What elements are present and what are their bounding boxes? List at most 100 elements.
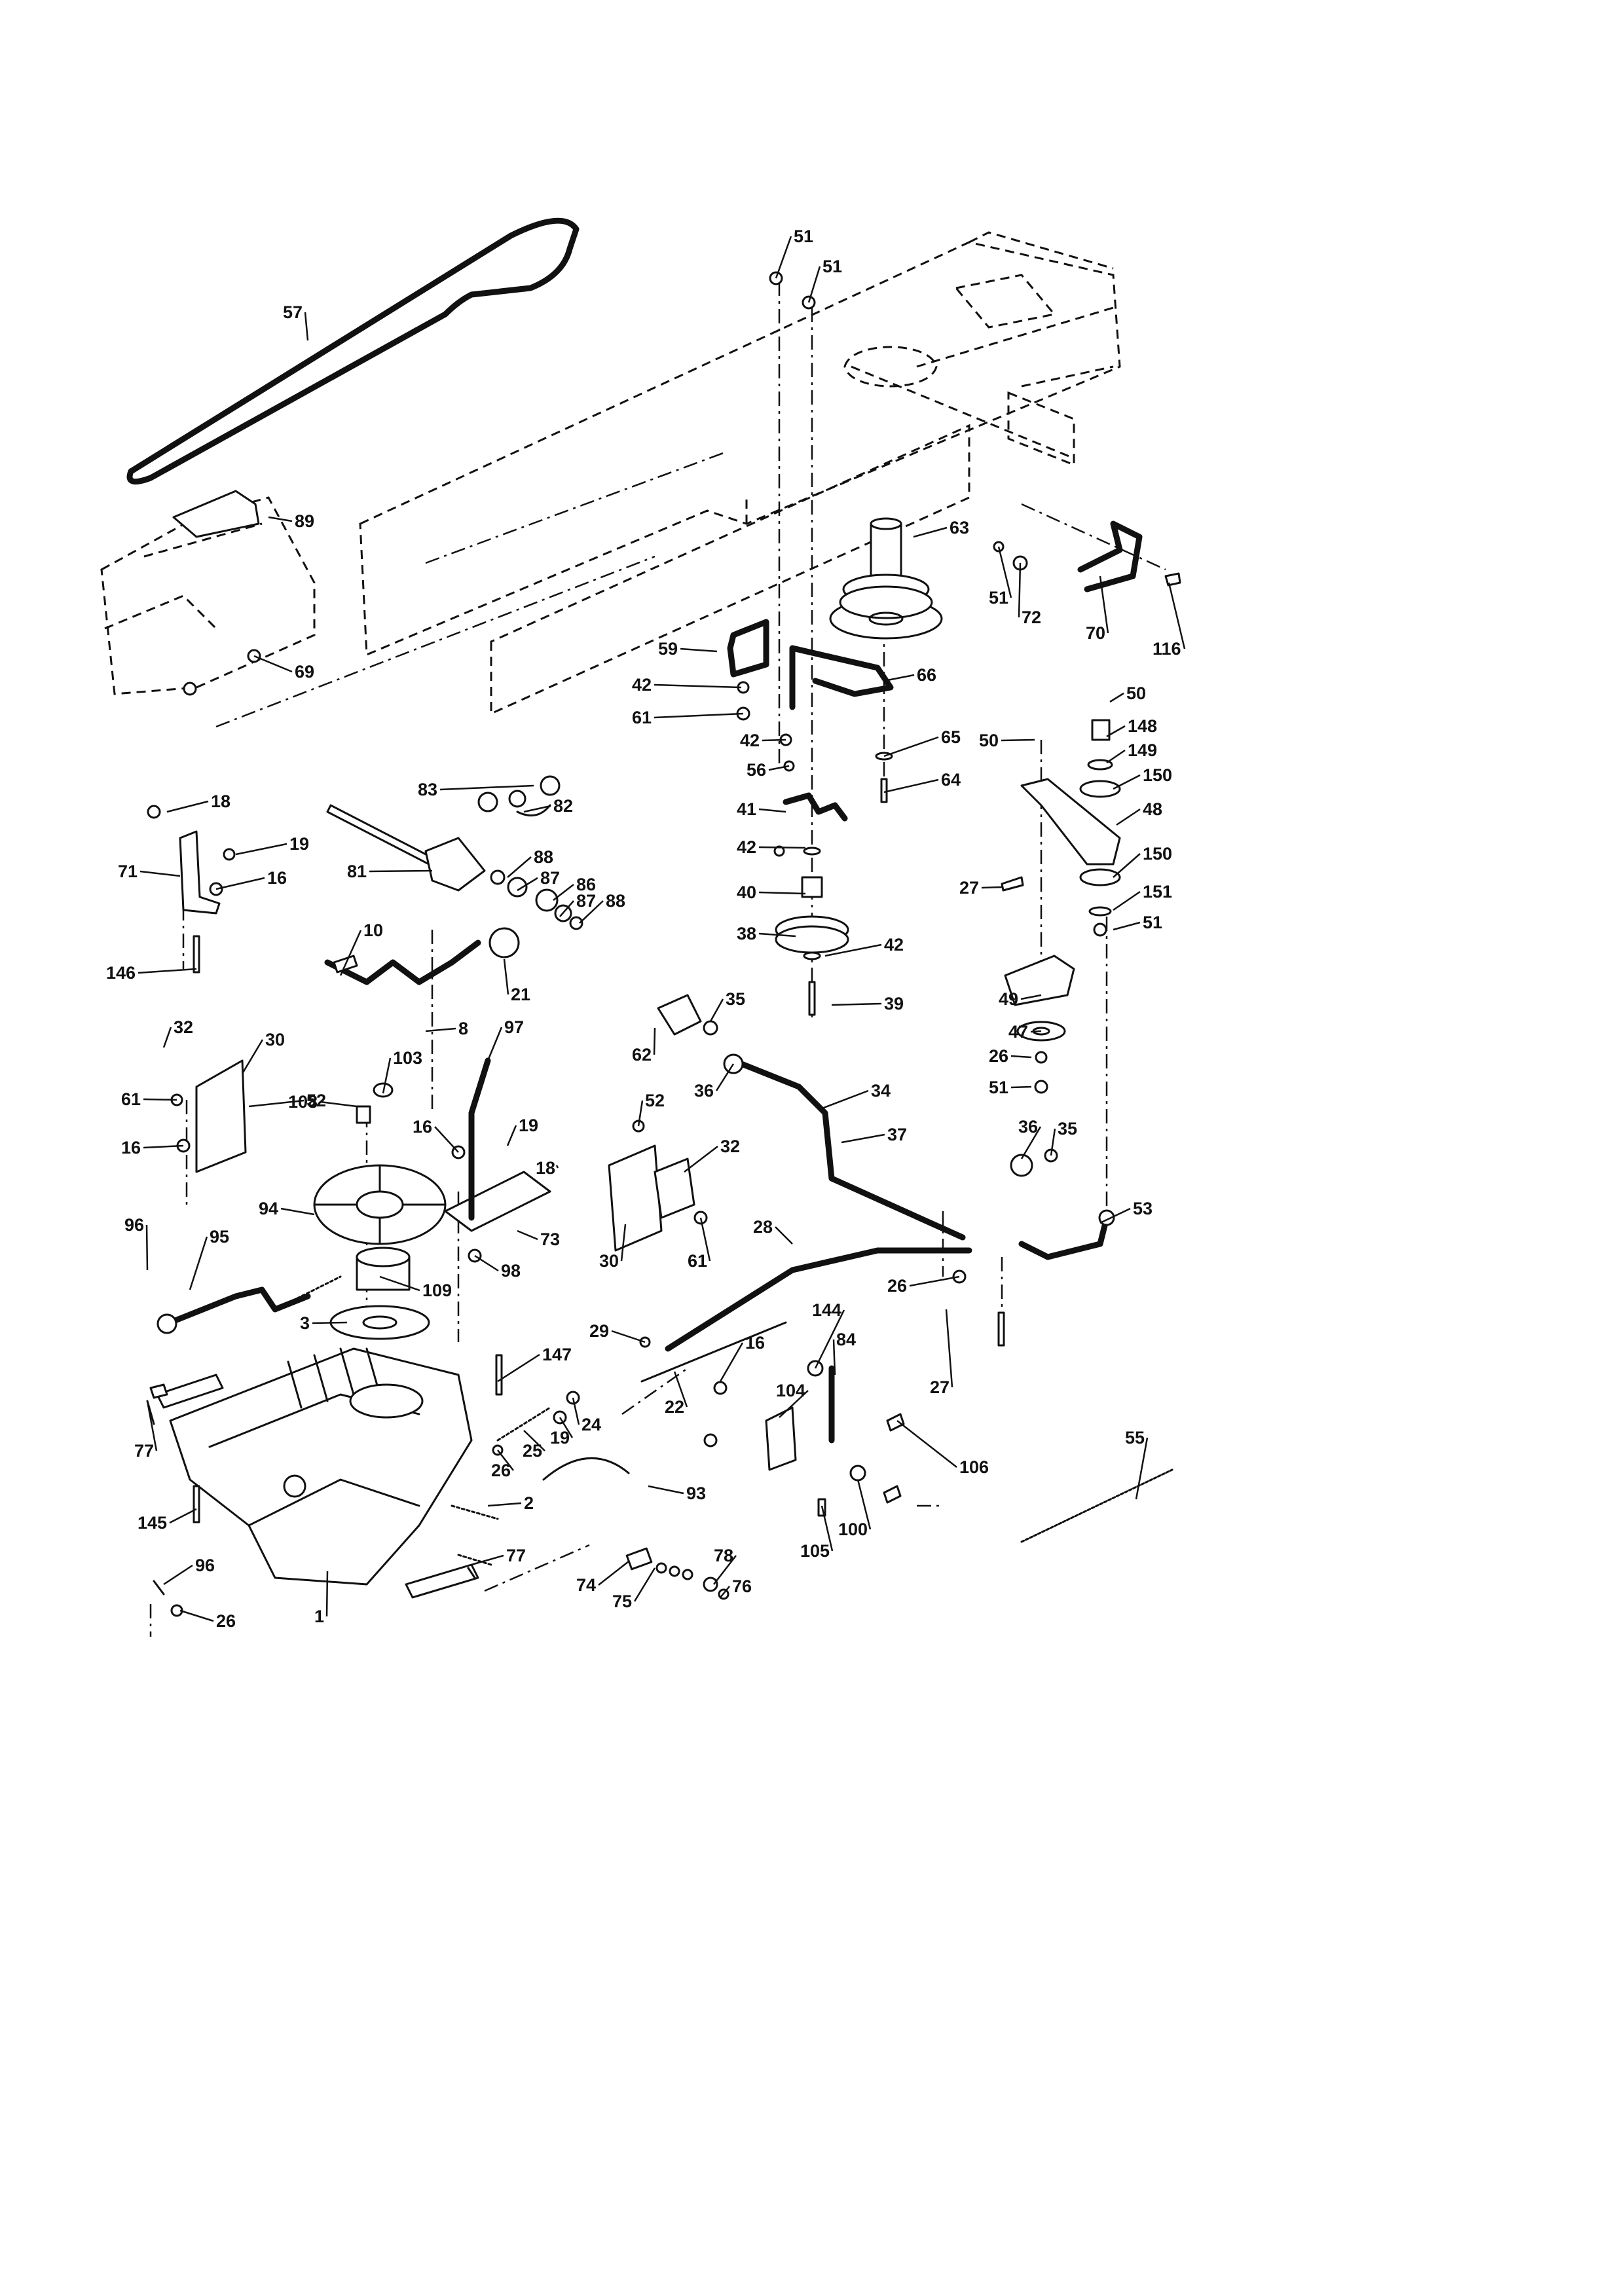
callout-leader-c87b (559, 900, 574, 917)
callout-label-c56: 56 (747, 760, 766, 780)
callout-leader-c72 (1018, 562, 1022, 618)
callout-leader-c26b (909, 1275, 960, 1287)
callout-leader-c19b (506, 1125, 517, 1146)
callout-label-c42c: 42 (737, 837, 756, 857)
callout-leader-c147 (497, 1353, 540, 1383)
callout-label-c35a: 35 (726, 989, 745, 1009)
callout-leader-c106 (896, 1420, 957, 1468)
callout-label-c100: 100 (838, 1520, 868, 1539)
callout-label-c32b: 32 (720, 1137, 740, 1156)
callout-label-c42d: 42 (884, 935, 904, 955)
callout-label-c47: 47 (1008, 1022, 1028, 1042)
callout-leader-c27a (981, 886, 1003, 889)
callout-label-c21: 21 (511, 985, 530, 1004)
callout-label-c52b: 52 (645, 1091, 665, 1110)
callout-leader-c61b (143, 1098, 177, 1101)
callout-leader-c32b (684, 1146, 718, 1173)
callout-label-c25: 25 (523, 1441, 542, 1461)
pulley-bracket-49 (1004, 955, 1075, 1094)
callout-leader-c103 (382, 1057, 392, 1094)
callout-label-c77a: 77 (134, 1441, 154, 1461)
callout-leader-c42d (824, 943, 882, 957)
idler-arm-assembly (1020, 719, 1121, 937)
callout-label-c27b: 27 (930, 1377, 950, 1397)
callout-leader-c78 (713, 1555, 737, 1585)
spring-25 (492, 1354, 580, 1456)
callout-leader-c52a (248, 1099, 304, 1108)
callout-leader-c36a (715, 1063, 735, 1091)
callout-leader-c16a (215, 877, 265, 890)
belt-keeper-rod (789, 645, 894, 710)
callout-leader-c18a (166, 800, 209, 813)
callout-label-c16d: 16 (745, 1333, 765, 1353)
callout-label-c149: 149 (1128, 740, 1157, 760)
callout-label-c49: 49 (999, 989, 1018, 1009)
part-callouts: 5751518969635172701165966426142566564505… (106, 227, 1186, 1631)
callout-leader-c87a (517, 877, 538, 892)
callout-label-c61b: 61 (121, 1089, 141, 1109)
callout-leader-c69 (253, 655, 293, 673)
callout-leader-c39 (831, 1002, 882, 1006)
callout-leader-c77b (471, 1554, 504, 1566)
callout-label-c150a: 150 (1143, 765, 1172, 785)
callout-label-c48: 48 (1143, 799, 1162, 819)
callout-leader-c3 (312, 1321, 348, 1324)
callout-label-c1: 1 (314, 1607, 324, 1626)
callout-label-c150b: 150 (1143, 844, 1172, 864)
callout-label-c88a: 88 (534, 847, 553, 867)
callout-label-c98: 98 (501, 1261, 521, 1281)
spring-55 (1020, 1468, 1173, 1543)
callout-label-c24: 24 (581, 1415, 601, 1434)
callout-label-c96a: 96 (124, 1215, 144, 1235)
callout-label-c145: 145 (138, 1513, 167, 1533)
callout-leader-c51c (997, 546, 1012, 598)
callout-leader-c55 (1135, 1437, 1149, 1500)
callout-leader-c34 (818, 1089, 869, 1111)
callout-leader-c75 (633, 1567, 656, 1602)
callout-label-c18a: 18 (211, 792, 231, 811)
callout-leader-c21 (503, 958, 509, 995)
callout-label-c10: 10 (363, 920, 383, 940)
callout-label-c97: 97 (504, 1017, 524, 1037)
callout-label-c146: 146 (106, 963, 136, 983)
callout-label-c3: 3 (300, 1313, 310, 1333)
callout-leader-c57 (304, 312, 309, 341)
callout-leader-c32a (162, 1027, 172, 1048)
callout-leader-c10 (339, 930, 362, 976)
callout-label-c108: 108 (288, 1092, 318, 1112)
callout-leader-c104 (779, 1390, 809, 1418)
callout-label-c36b: 36 (1018, 1117, 1038, 1137)
callout-leader-c62 (653, 1027, 656, 1055)
callout-label-c26b: 26 (887, 1276, 907, 1296)
callout-leader-c82 (523, 805, 551, 813)
callout-leader-c38 (758, 932, 796, 938)
callout-label-c77b: 77 (506, 1546, 526, 1565)
callout-leader-c77a (146, 1400, 158, 1451)
belt-guide (172, 490, 260, 538)
callout-leader-c100 (857, 1479, 872, 1530)
callout-label-c81: 81 (347, 862, 367, 881)
callout-label-c109: 109 (422, 1281, 452, 1300)
callout-label-c42b: 42 (740, 731, 760, 750)
callout-label-c52a: 52 (306, 1091, 326, 1110)
callout-leader-c89 (268, 516, 293, 522)
callout-label-c16a: 16 (267, 868, 287, 888)
shaft-95 (157, 1275, 342, 1334)
callout-leader-c18b (555, 1165, 559, 1169)
brake-rod-8 (324, 927, 520, 985)
callout-label-c57: 57 (283, 302, 303, 322)
callout-leader-c74 (598, 1561, 629, 1586)
callout-label-c148: 148 (1128, 716, 1157, 736)
callout-leader-c108 (320, 1101, 358, 1108)
callout-label-c84: 84 (836, 1330, 856, 1349)
callout-label-c93: 93 (686, 1484, 706, 1503)
callout-leader-c109 (379, 1275, 420, 1292)
callout-leader-c40 (758, 891, 806, 895)
callout-leader-c86 (553, 884, 574, 901)
callout-label-c41: 41 (737, 799, 756, 819)
callout-label-c40: 40 (737, 883, 756, 902)
callout-leader-c70 (1099, 575, 1109, 634)
callout-label-c42a: 42 (632, 675, 652, 695)
callout-label-c70: 70 (1086, 623, 1105, 643)
